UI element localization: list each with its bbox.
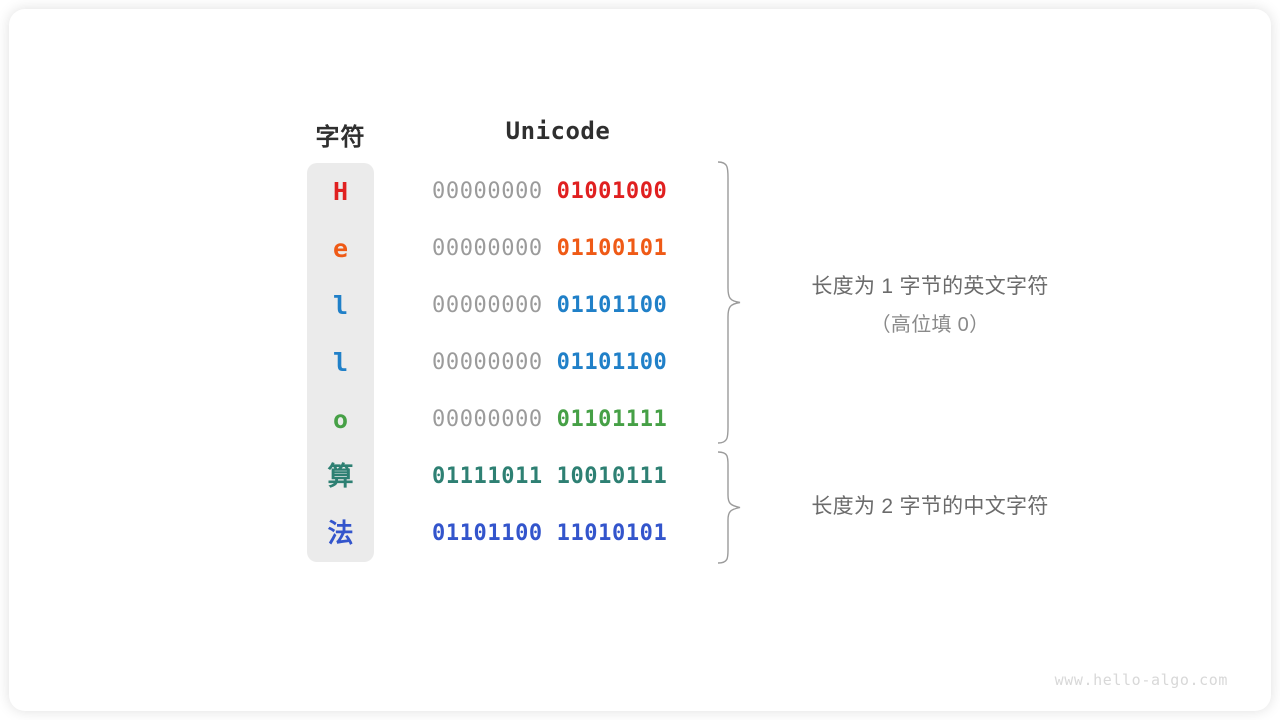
character-column-panel [307,163,374,562]
byte-separator [543,236,557,261]
table-row: 法 01101100 11010101 [0,505,1262,562]
annotation-one-byte-english: 长度为 1 字节的英文字符 （高位填 0） [760,270,1100,337]
row-unicode-bits-cell: 00000000 01001000 [432,163,684,220]
row-low-byte: 01100101 [556,236,668,261]
byte-separator [543,350,557,375]
row-unicode-bits-cell: 00000000 01101100 [432,277,684,334]
row-low-byte: 01001000 [556,179,668,204]
byte-separator [543,179,557,204]
row-character-cell: e [332,234,349,263]
annotation-two-byte-main: 长度为 2 字节的中文字符 [811,495,1049,518]
row-high-byte: 00000000 [432,407,543,432]
row-unicode-bits-cell: 00000000 01101100 [432,334,684,391]
row-high-byte: 00000000 [432,350,543,375]
row-unicode-bits-cell: 01101100 11010101 [432,505,684,562]
table-row: H 00000000 01001000 [0,163,1262,220]
row-high-byte: 00000000 [432,293,543,318]
annotation-one-byte-main: 长度为 1 字节的英文字符 [811,275,1049,298]
brace-one-byte [717,161,741,444]
table-row: o 00000000 01101111 [0,391,1262,448]
row-low-byte: 01101100 11010101 [432,521,668,546]
watermark-url: www.hello-algo.com [1054,671,1228,689]
row-character-cell: 法 [327,518,354,548]
row-low-byte: 01101111 [556,407,668,432]
row-character-cell: 算 [327,461,354,491]
table-row: l 00000000 01101100 [0,277,1262,334]
byte-separator [543,293,557,318]
column-header-unicode: Unicode [505,117,611,145]
byte-separator [543,407,557,432]
row-low-byte: 01101100 [556,293,668,318]
row-unicode-bits-cell: 01111011 10010111 [432,448,684,505]
row-character-cell: l [332,348,349,377]
annotation-two-byte-chinese: 长度为 2 字节的中文字符 [760,490,1100,520]
row-character-cell: l [332,291,349,320]
row-unicode-bits-cell: 00000000 01100101 [432,220,684,277]
table-row: l 00000000 01101100 [0,334,1262,391]
table-row: e 00000000 01100101 [0,220,1262,277]
row-unicode-bits-cell: 00000000 01101111 [432,391,684,448]
row-high-byte: 00000000 [432,236,543,261]
diagram-card [9,9,1271,711]
row-character-cell: o [332,405,349,434]
row-character-cell: H [332,177,349,206]
row-high-byte: 00000000 [432,179,543,204]
table-row: 算 01111011 10010111 [0,448,1262,505]
column-header-character: 字符 [315,124,366,151]
row-low-byte: 01111011 10010111 [432,464,668,489]
annotation-one-byte-sub: （高位填 0） [870,314,990,336]
brace-two-byte [717,451,741,564]
row-low-byte: 01101100 [556,350,668,375]
